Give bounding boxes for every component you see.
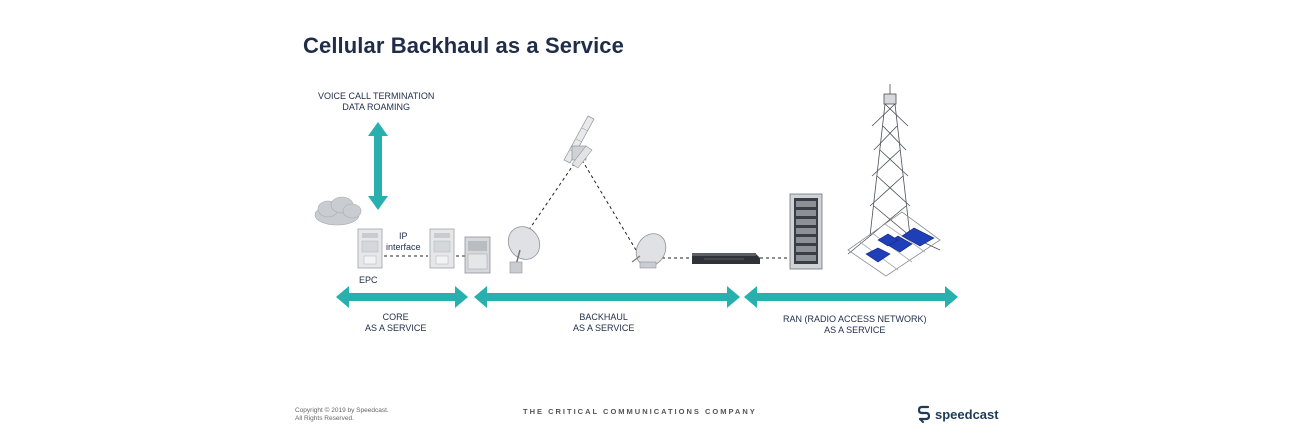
page-title: Cellular Backhaul as a Service — [303, 33, 624, 58]
epc-server-icon — [357, 228, 383, 269]
speedcast-logo: speedcast — [917, 404, 999, 424]
core-label-line1: CORE — [382, 312, 409, 322]
backhaul-arrow — [474, 286, 740, 308]
backhaul-segment-label: BACKHAUL AS A SERVICE — [573, 312, 634, 334]
cell-tower-icon — [847, 84, 941, 277]
ran-segment-label: RAN (RADIO ACCESS NETWORK) AS A SERVICE — [783, 314, 927, 336]
voice-call-label-line1: VOICE CALL TERMINATION — [318, 91, 435, 101]
server-icon — [429, 228, 455, 269]
router-icon — [692, 253, 760, 264]
satellite-dish-icon — [507, 226, 541, 274]
ran-label-line1: RAN (RADIO ACCESS NETWORK) — [783, 314, 927, 324]
epc-label: EPC — [359, 275, 378, 285]
core-arrow — [336, 286, 468, 308]
ip-label-line1: IP — [399, 231, 408, 241]
ip-interface-label: IP interface — [386, 231, 421, 253]
ran-arrow — [744, 286, 958, 308]
speedcast-logo-icon — [917, 405, 931, 423]
vertical-double-arrow — [368, 122, 388, 210]
backhaul-label-line1: BACKHAUL — [579, 312, 628, 322]
company-tagline: THE CRITICAL COMMUNICATIONS COMPANY — [523, 407, 757, 416]
satellite-icon — [563, 115, 595, 169]
voice-call-label-line2: DATA ROAMING — [342, 102, 411, 112]
ip-label-line2: interface — [386, 242, 421, 252]
rights-line: All Rights Reserved. — [295, 415, 354, 422]
ran-label-line2: AS A SERVICE — [824, 325, 886, 335]
dashed-links — [384, 157, 790, 259]
tower-equipment-icon — [865, 227, 935, 263]
cloud-icon — [314, 196, 362, 226]
satellite-dish-icon — [631, 233, 667, 269]
copyright-line: Copyright © 2019 by Speedcast. — [295, 407, 389, 414]
core-label-line2: AS A SERVICE — [365, 323, 427, 333]
rack-icon — [789, 193, 823, 270]
core-segment-label: CORE AS A SERVICE — [365, 312, 426, 334]
backhaul-label-line2: AS A SERVICE — [573, 323, 635, 333]
modem-icon — [464, 236, 491, 274]
brand-name: speedcast — [935, 406, 999, 422]
copyright-notice: Copyright © 2019 by Speedcast. All Right… — [295, 407, 389, 423]
voice-call-label: VOICE CALL TERMINATION DATA ROAMING — [318, 91, 434, 113]
